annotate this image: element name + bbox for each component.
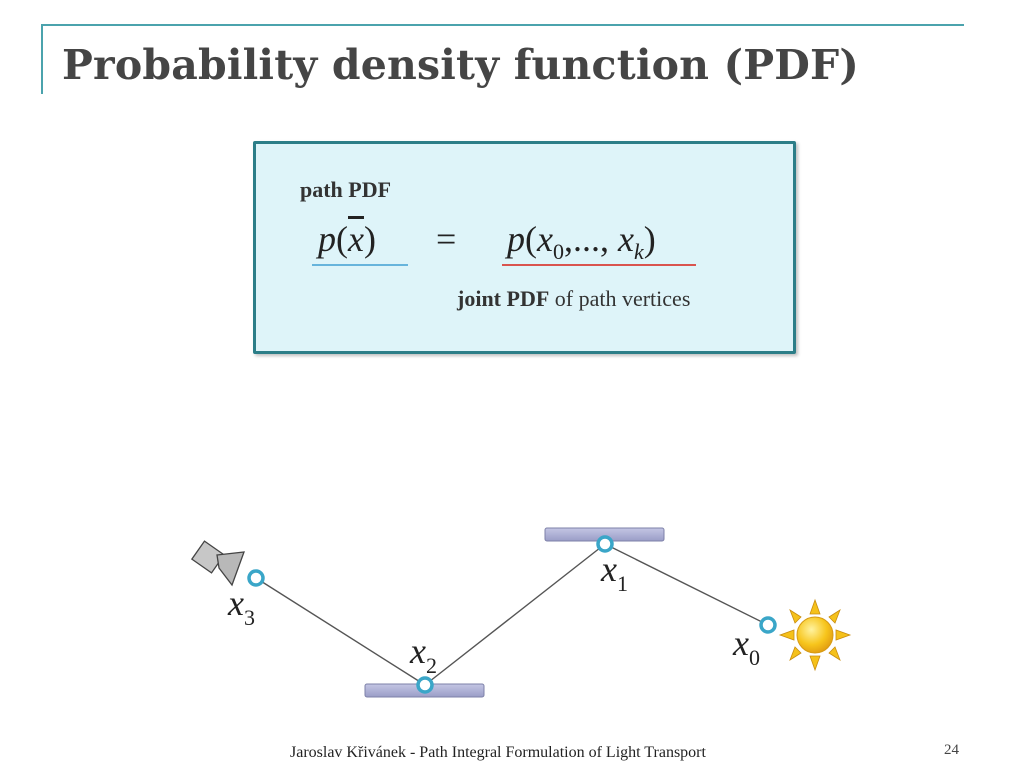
vertex-x2 [416,676,434,694]
vertex-label-x2-name: x [410,631,426,671]
rhs-x0: x [537,219,553,259]
title-side-rule [41,24,43,94]
vertex-x3 [247,569,265,587]
vertex-label-x0-name: x [733,623,749,663]
path-segment-x1-x0 [604,543,769,626]
vertex-label-x2: x2 [410,630,437,679]
vertex-label-x3: x3 [228,582,255,631]
rhs-ellipsis: ,..., [563,219,618,259]
vertex-label-x1: x1 [601,548,628,597]
title-top-rule [43,24,964,26]
rhs-xk: x [617,219,634,259]
formula-equals: = [436,219,457,259]
vertex-label-x3-sub: 3 [243,605,255,630]
vertex-label-x0-sub: 0 [748,645,760,670]
slide-footer: Jaroslav Křivánek - Path Integral Formul… [290,744,706,761]
rhs-sub-k: k [633,239,644,264]
vertex-label-x2-sub: 2 [425,653,437,678]
rhs-p: p [507,219,525,259]
vertex-x1 [596,535,614,553]
path-pdf-label: path PDF [300,177,392,202]
rhs-sub-0: 0 [552,239,564,264]
lhs-close-paren: ) [363,219,376,259]
vertex-label-x3-name: x [228,583,244,623]
formula-lhs: p(x) [318,218,376,260]
rhs-underline [502,264,696,266]
vertex-label-x1-sub: 1 [616,571,628,596]
joint-pdf-rest: of path vertices [549,286,691,311]
formula-box: path PDF p(x) = p(x0,..., xk) joint PDF … [253,141,796,354]
page-number: 24 [944,742,959,758]
camera-icon [190,540,245,587]
lhs-underline [312,264,408,266]
lhs-open-paren: ( [336,219,348,259]
slide-title: Probability density function (PDF) [62,41,859,89]
lhs-path-variable: x [348,219,364,259]
sun-icon [778,598,852,672]
path-segment-x3-x2 [255,577,426,686]
joint-pdf-bold: joint PDF [457,286,550,311]
vertex-label-x1-name: x [601,549,617,589]
rhs-close-paren: ) [643,219,656,259]
path-segment-x2-x1 [424,543,606,686]
rhs-open-paren: ( [525,219,537,259]
joint-pdf-label: joint PDF of path vertices [457,286,690,312]
vertex-label-x0: x0 [733,622,760,671]
formula-rhs: p(x0,..., xk) [507,218,656,265]
lhs-p: p [318,219,336,259]
vertex-x0 [759,616,777,634]
